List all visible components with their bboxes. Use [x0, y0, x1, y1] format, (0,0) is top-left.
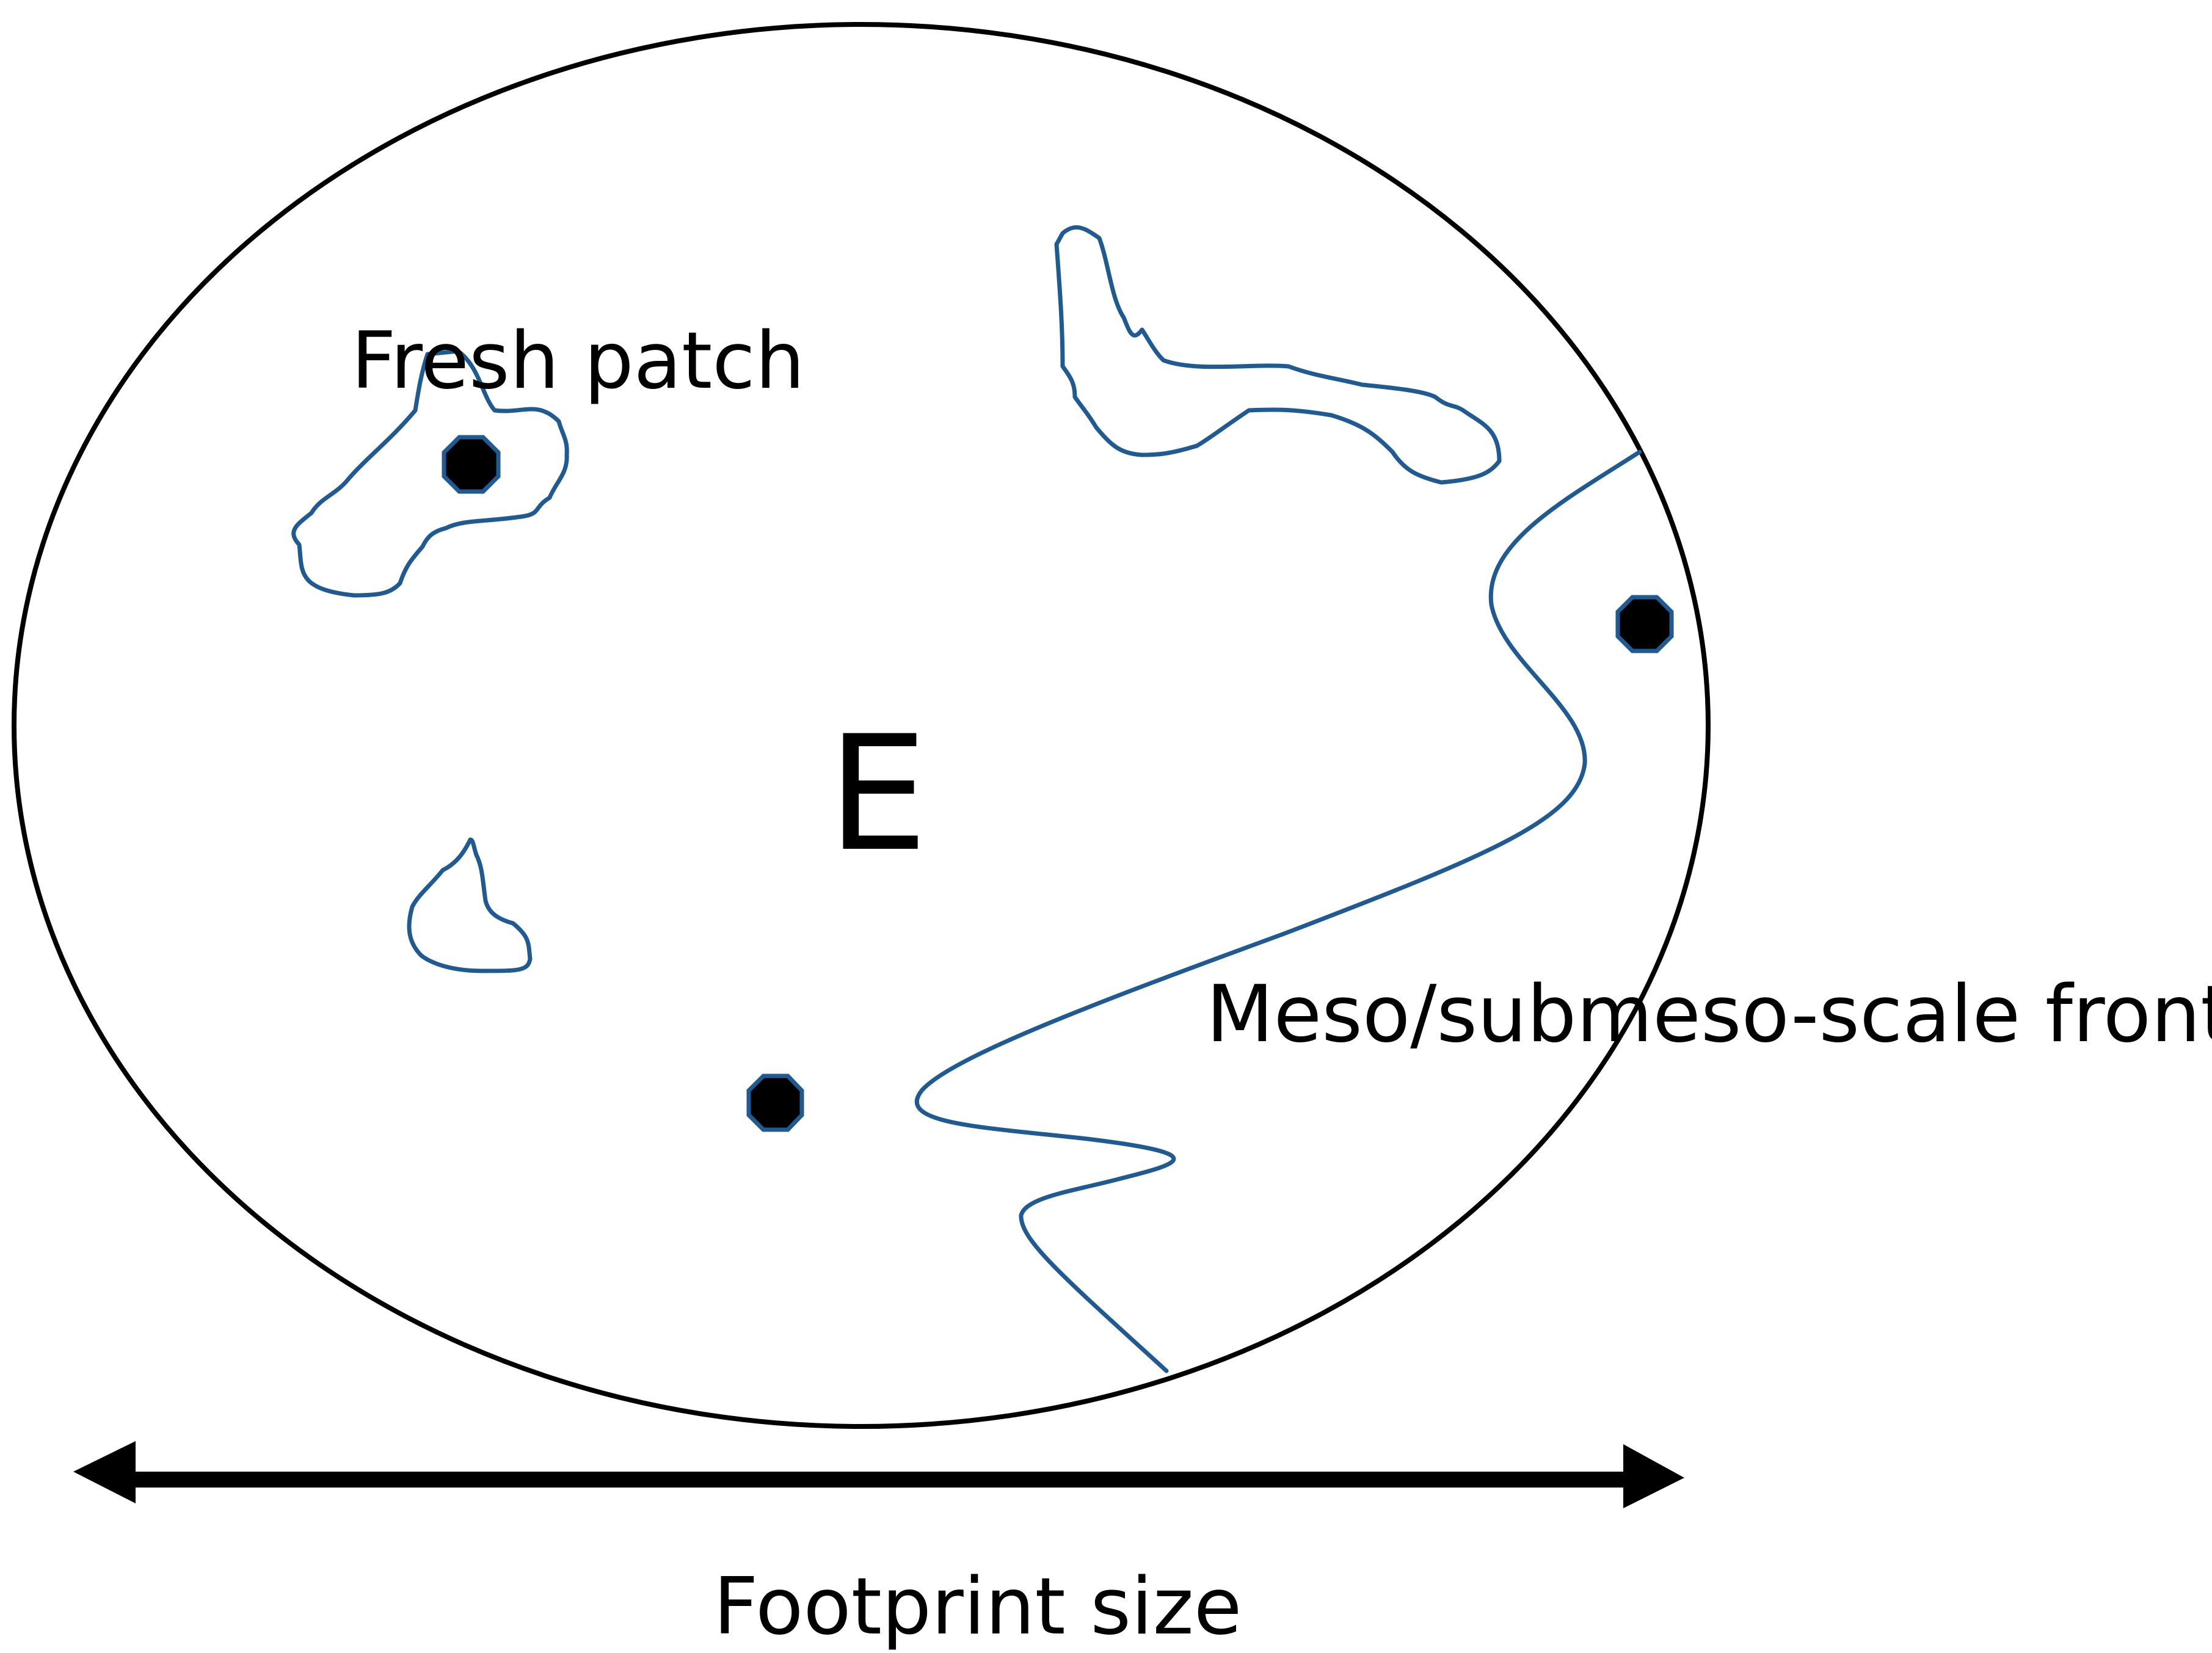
footprint-letter: E: [828, 702, 928, 887]
footprint-size-label: Footprint size: [713, 1561, 1242, 1652]
elongated-patch-outline: [1054, 225, 1502, 485]
arrow-head-right: [1623, 1444, 1684, 1508]
front-label: Meso/submeso-scale front: [1206, 969, 2212, 1060]
fresh-patch-outline: [291, 349, 569, 598]
front-line: [914, 449, 1642, 1373]
small-patch-outline: [407, 837, 533, 973]
arrow-head-left: [73, 1441, 136, 1503]
fresh-patch-label: Fresh patch: [351, 316, 805, 407]
sampling-point-1: [442, 435, 501, 494]
footprint-ellipse: [12, 22, 1711, 1429]
sampling-point-2: [746, 1074, 804, 1132]
sampling-point-3: [1615, 595, 1674, 653]
